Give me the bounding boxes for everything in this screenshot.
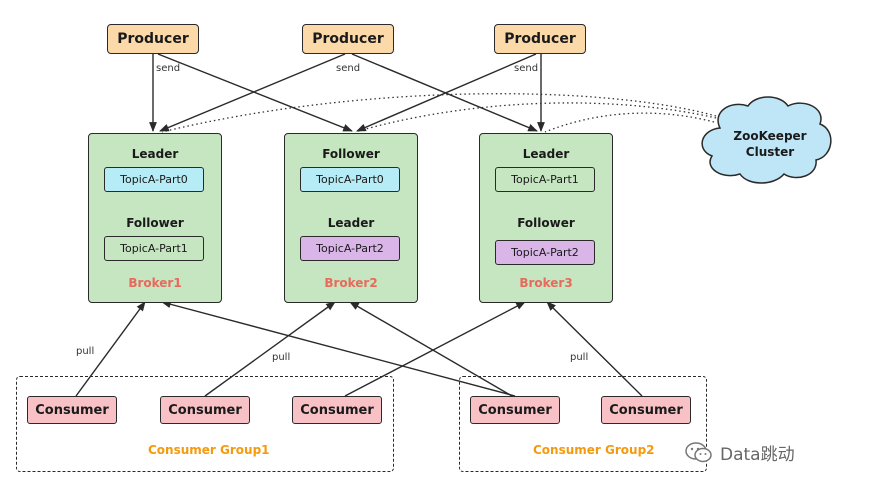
pull-label-2: pull <box>272 352 291 363</box>
broker-1: Leader TopicA-Part0 Follower TopicA-Part… <box>88 133 222 303</box>
watermark-text: Data跳动 <box>720 445 795 465</box>
broker-3-partition-2: TopicA-Part2 <box>495 240 595 265</box>
pull-c4-b2 <box>349 301 513 397</box>
producer-2: Producer <box>302 24 394 54</box>
send-label-2: send <box>336 63 361 74</box>
send-p2-b1 <box>159 53 346 132</box>
send-p1-b2 <box>157 53 353 132</box>
send-label-1: send <box>156 63 181 74</box>
watermark: Data跳动 <box>684 440 795 465</box>
zookeeper-line-1: ZooKeeper <box>733 129 807 143</box>
broker-2: Follower TopicA-Part0 Leader TopicA-Part… <box>284 133 418 303</box>
consumer-3: Consumer <box>292 396 382 424</box>
broker-3-label: Broker3 <box>519 276 573 290</box>
broker-1-role-1: Leader <box>131 147 179 161</box>
broker-3-role-1: Leader <box>522 147 570 161</box>
send-p2-b3 <box>351 53 538 132</box>
consumer-1: Consumer <box>27 396 117 424</box>
broker-3-partition-1: TopicA-Part1 <box>495 167 595 192</box>
send-label-3: send <box>514 63 539 74</box>
zk-link-broker3 <box>544 112 715 133</box>
broker-1-partition-2: TopicA-Part1 <box>104 236 204 261</box>
consumer-group-2 <box>459 376 707 472</box>
broker-2-partition-1: TopicA-Part0 <box>300 167 400 192</box>
consumer-2: Consumer <box>160 396 250 424</box>
broker-1-label: Broker1 <box>128 276 182 290</box>
consumer-5: Consumer <box>601 396 691 424</box>
pull-label-3: pull <box>570 352 589 363</box>
consumer-group-2-label: Consumer Group2 <box>533 443 655 457</box>
consumer-group-1 <box>16 376 394 472</box>
zookeeper-cloud <box>701 96 832 184</box>
wechat-icon <box>685 441 712 462</box>
producer-1: Producer <box>107 24 199 54</box>
pull-c4-b1 <box>161 300 516 397</box>
zookeeper-label: ZooKeeper Cluster <box>722 128 818 160</box>
broker-3-role-2: Follower <box>517 216 575 230</box>
broker-2-role-2: Leader <box>327 216 375 230</box>
pull-c5-b3 <box>546 301 643 397</box>
pull-c3-b3 <box>344 301 526 397</box>
pull-c2-b2 <box>204 301 336 397</box>
broker-2-role-1: Follower <box>322 147 380 161</box>
broker-3: Leader TopicA-Part1 Follower TopicA-Part… <box>479 133 613 303</box>
zookeeper-line-2: Cluster <box>745 145 795 159</box>
send-p3-b2 <box>356 53 537 132</box>
consumer-4: Consumer <box>470 396 560 424</box>
producer-3: Producer <box>494 24 586 54</box>
zk-link-broker2 <box>354 102 717 133</box>
pull-c1-b1 <box>75 301 146 397</box>
broker-1-role-2: Follower <box>126 216 184 230</box>
broker-1-partition-1: TopicA-Part0 <box>104 167 204 192</box>
broker-2-label: Broker2 <box>324 276 378 290</box>
zk-link-broker1 <box>161 93 717 133</box>
broker-2-partition-2: TopicA-Part2 <box>300 236 400 261</box>
consumer-group-1-label: Consumer Group1 <box>148 443 270 457</box>
pull-label-1: pull <box>76 346 95 357</box>
